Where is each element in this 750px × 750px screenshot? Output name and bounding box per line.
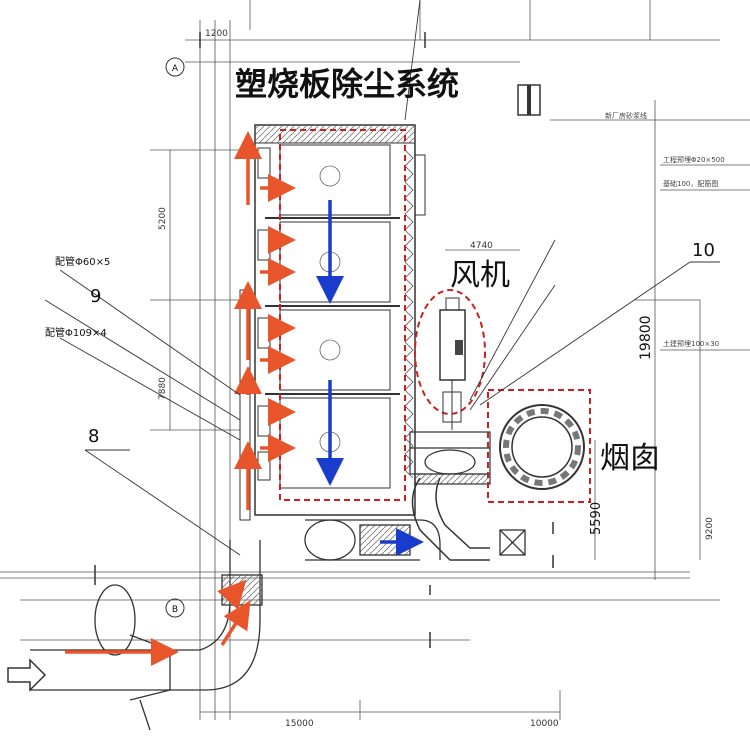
dim-15000: 15000 [285,719,314,729]
callout-9: 9 [90,286,101,307]
dim-7880: 7880 [158,377,168,400]
i-beam-icon [517,84,541,116]
dim-5200: 5200 [158,207,168,230]
pipe-label-60: 配管Φ60×5 [55,255,110,268]
section-marker-a: A [165,57,185,77]
blue-flow-arrows [316,200,424,556]
callout-8: 8 [88,426,99,447]
dim-9200: 9200 [705,517,715,540]
filter-dashed-outline [279,129,406,501]
section-marker-a-label: A [172,64,179,74]
orange-flow-arrows [65,131,296,666]
fan-base [409,431,491,485]
dimension-lines [0,0,750,720]
right-note-2: 基础100，配筋图 [663,179,718,188]
lower-duct [304,519,526,561]
right-top-note: 新厂房砂浆线 [605,111,647,120]
chimney [487,389,591,503]
height-19800: 19800 [638,315,654,360]
diagram-title: 塑烧板除尘系统 [235,65,459,103]
inlet-flow-icon [7,658,47,692]
fan-label: 风机 [450,258,510,293]
leader-lines [44,0,720,556]
tick-marks [94,32,554,648]
dim-4740: 4740 [470,241,493,251]
right-note-1: 工程预埋Φ20×500 [663,155,725,164]
section-marker-b-label: B [172,605,178,615]
fan-unit [414,289,486,430]
pipe-label-109: 配管Φ109×4 [45,326,107,339]
right-note-3: 土建预埋100×30 [663,339,719,348]
filter-housing [239,124,426,521]
dim-1200: 1200 [205,29,228,39]
callout-10: 10 [692,240,715,261]
height-5590: 5590 [589,502,604,535]
section-marker-b: B [165,598,185,618]
chimney-label: 烟囱 [600,441,660,476]
dim-10000: 10000 [530,719,559,729]
